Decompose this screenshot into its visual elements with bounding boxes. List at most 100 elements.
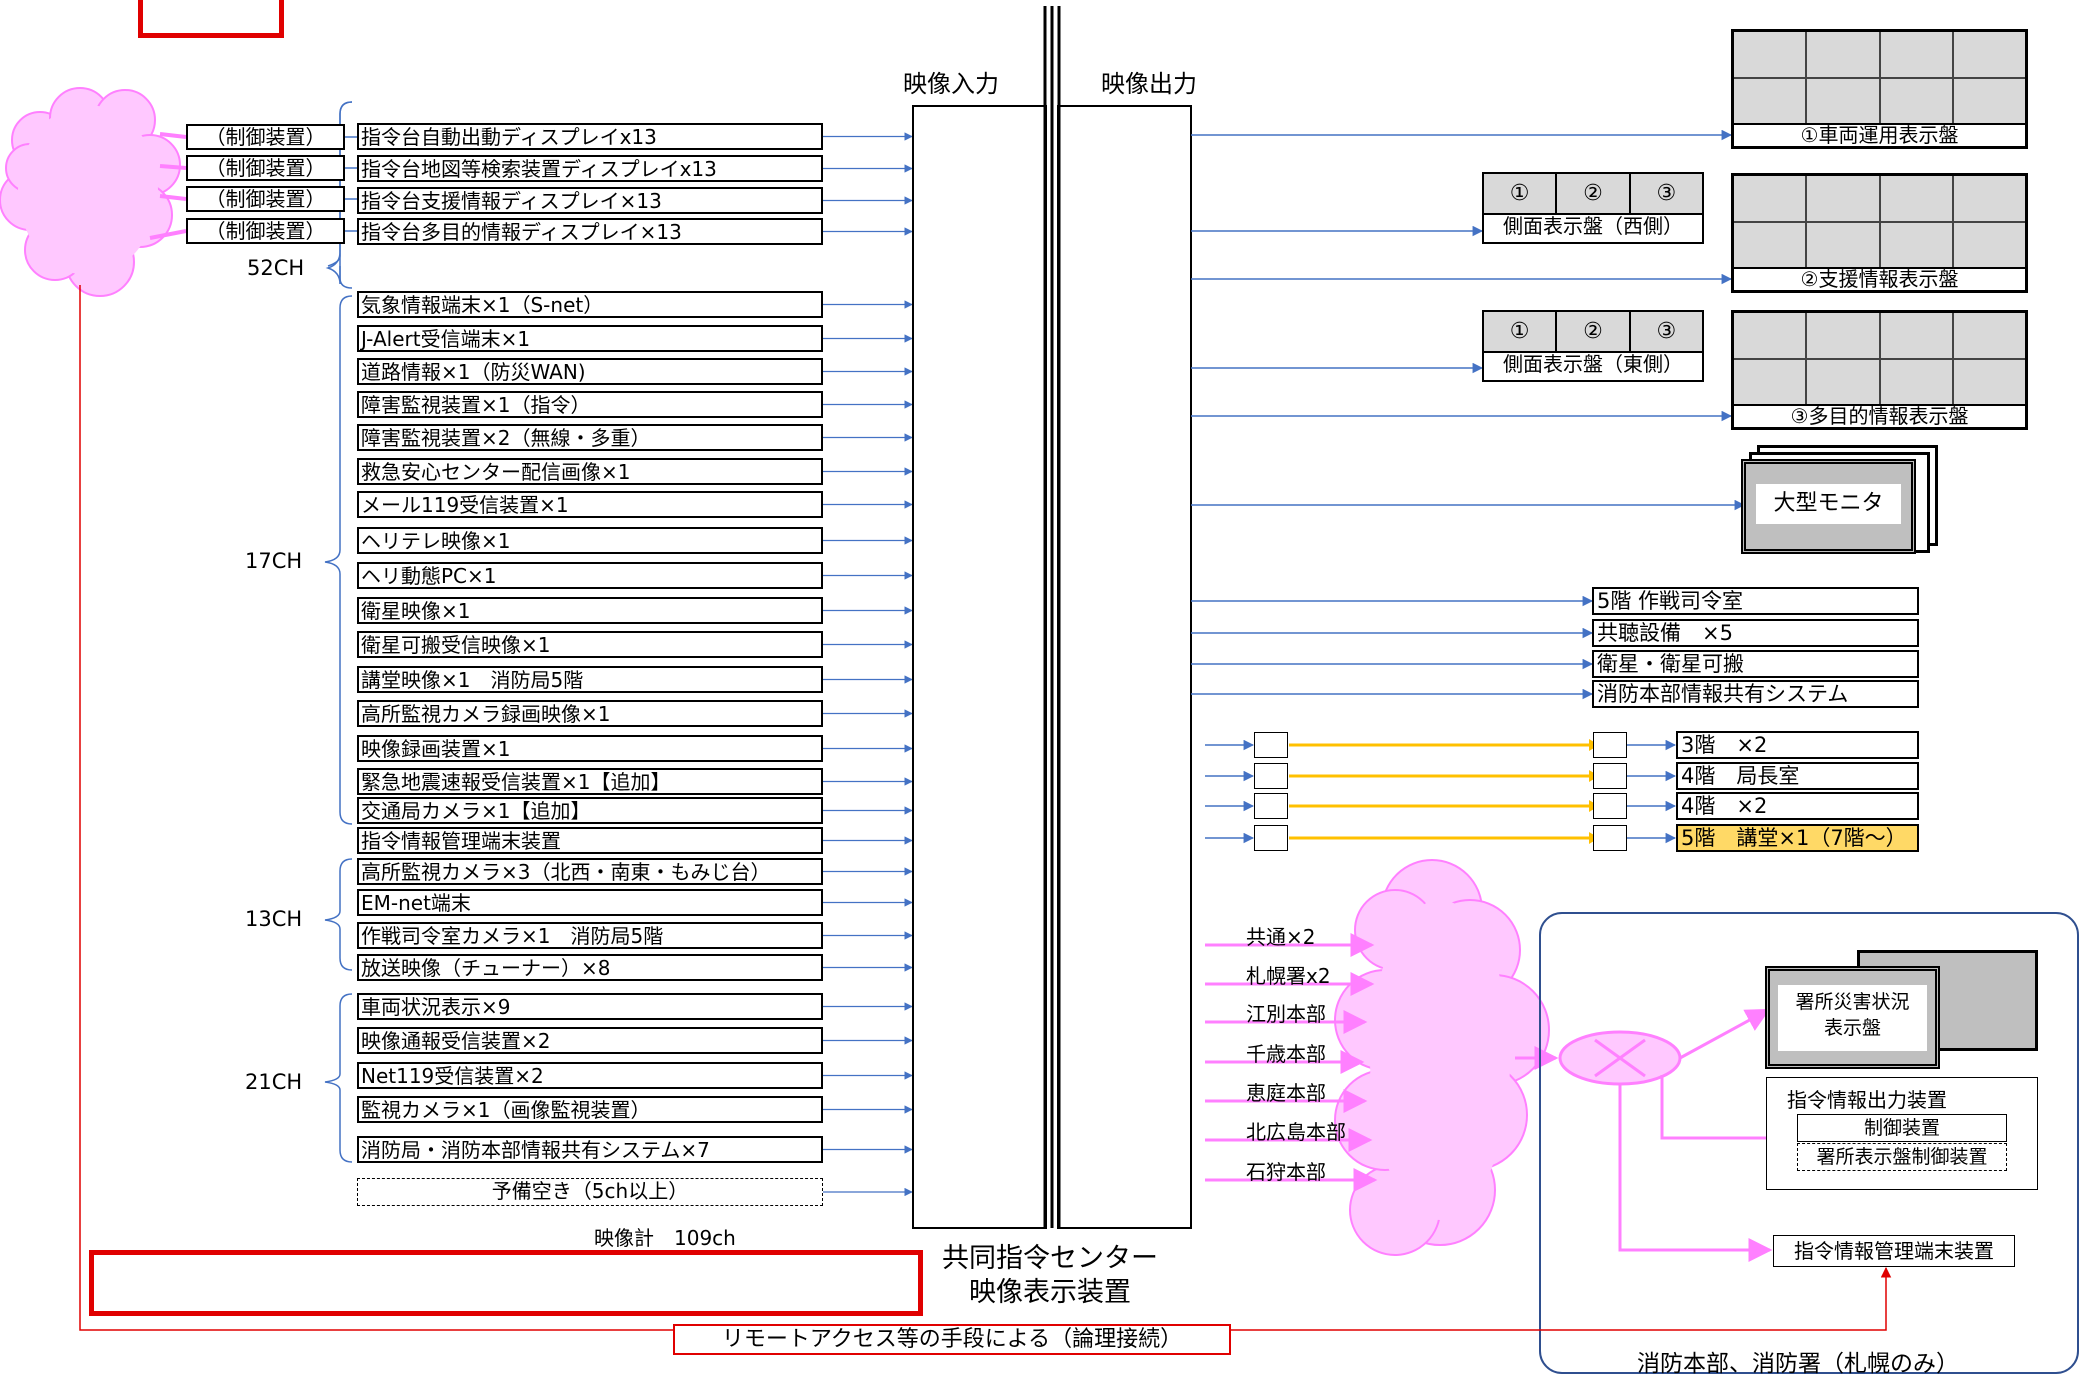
matrix-output-side	[1057, 105, 1192, 1229]
input-source: 映像通報受信装置×2	[357, 1027, 823, 1054]
controller-box: （制御装置）	[186, 186, 345, 212]
large-monitor: 大型モニタ	[1741, 459, 1916, 554]
extender-rx	[1593, 732, 1627, 758]
input-source: 放送映像（チューナー）×8	[357, 954, 823, 981]
input-source: 救急安心センター配信画像×1	[357, 458, 823, 485]
input-source: ヘリ動態PC×1	[357, 562, 823, 589]
input-source: 車両状況表示×9	[357, 993, 823, 1020]
input-source: 消防局・消防本部情報共有システム×7	[357, 1136, 823, 1163]
side-panel-number: ①	[1484, 174, 1558, 213]
remote-access-label: リモートアクセス等の手段による（論理接続）	[673, 1324, 1231, 1355]
multipurpose-info-panel: ③多目的情報表示盤	[1731, 310, 2028, 430]
display-label-line2: 表示盤	[1823, 1017, 1881, 1039]
output-destination-highlighted: 5階 講堂×1（7階～）	[1676, 824, 1919, 852]
input-source: 作戦司令室カメラ×1 消防局5階	[357, 922, 823, 949]
input-source: EM-net端末	[357, 889, 823, 916]
extender-tx	[1254, 825, 1288, 851]
input-source: 衛星可搬受信映像×1	[357, 631, 823, 658]
extender-tx	[1254, 793, 1288, 819]
station-area	[1539, 912, 2079, 1374]
network-output-label: 札幌署x2	[1246, 964, 1331, 988]
side-panel-number: ②	[1557, 312, 1631, 351]
input-source: 指令台地図等検索装置ディスプレイx13	[357, 155, 823, 182]
controller-box: （制御装置）	[186, 218, 345, 244]
network-output-label: 江別本部	[1246, 1002, 1326, 1026]
left-network-cloud	[0, 87, 181, 297]
network-output-label: 恵庭本部	[1246, 1081, 1326, 1105]
station-terminal: 指令情報管理端末装置	[1773, 1235, 2015, 1267]
network-output-label: 石狩本部	[1246, 1160, 1326, 1184]
input-source: 指令台自動出動ディスプレイx13	[357, 123, 823, 150]
controller-box: （制御装置）	[186, 124, 345, 150]
side-panel-number: ③	[1656, 181, 1677, 206]
input-source: 映像録画装置×1	[357, 735, 823, 762]
output-destination: 消防本部情報共有システム	[1592, 680, 1919, 708]
output-destination: 3階 ×2	[1676, 731, 1919, 759]
output-destination: 5階 作戦司令室	[1592, 587, 1919, 615]
extender-rx	[1593, 793, 1627, 819]
red-highlight-box	[138, 0, 284, 38]
input-source: 衛星映像×1	[357, 597, 823, 624]
center-title-line2: 映像表示装置	[969, 1277, 1131, 1308]
input-source: 指令台多目的情報ディスプレイ×13	[357, 218, 823, 245]
center-title: 共同指令センター 映像表示装置	[915, 1242, 1185, 1310]
video-input-header: 映像入力	[903, 70, 999, 98]
controller-box: （制御装置）	[186, 155, 345, 181]
center-title-line1: 共同指令センター	[942, 1243, 1158, 1274]
display-label-line1: 署所災害状況	[1795, 991, 1910, 1013]
vehicle-operation-panel: ①車両運用表示盤	[1731, 29, 2028, 149]
large-monitor-label: 大型モニタ	[1756, 484, 1901, 524]
side-panel-caption: 側面表示盤（東側）	[1503, 352, 1683, 376]
video-output-header: 映像出力	[1101, 70, 1197, 98]
station-controller: 制御装置	[1797, 1114, 2007, 1142]
input-source: 気象情報端末×1（S-net）	[357, 291, 823, 318]
panel-caption: ②支援情報表示盤	[1800, 267, 1959, 291]
side-panel-number: ②	[1557, 174, 1631, 213]
output-destination: 4階 ×2	[1676, 792, 1919, 820]
video-total: 映像計 109ch	[594, 1226, 736, 1250]
input-source: 障害監視装置×1（指令）	[357, 391, 823, 418]
network-output-label: 千歳本部	[1246, 1042, 1326, 1066]
input-source: 監視カメラ×1（画像監視装置）	[357, 1096, 823, 1123]
input-source: 指令台支援情報ディスプレイ×13	[357, 187, 823, 214]
station-disaster-display: 署所災害状況 表示盤	[1765, 966, 1940, 1069]
group-label-52ch: 52CH	[247, 256, 305, 280]
extender-rx	[1593, 825, 1627, 851]
panel-caption: ③多目的情報表示盤	[1790, 404, 1969, 428]
network-output-label: 北広島本部	[1246, 1120, 1346, 1144]
input-source: ヘリテレ映像×1	[357, 527, 823, 554]
station-area-label: 消防本部、消防署（札幌のみ）	[1637, 1351, 1959, 1377]
side-panel-number: ③	[1656, 319, 1677, 344]
group-label-13ch: 13CH	[245, 907, 303, 931]
group-label-17ch: 17CH	[245, 549, 303, 573]
output-destination: 衛星・衛星可搬	[1592, 650, 1919, 678]
input-source: 指令情報管理端末装置	[357, 827, 823, 854]
extender-tx	[1254, 732, 1288, 758]
matrix-input-side	[912, 105, 1047, 1229]
display-controller: 署所表示盤制御装置	[1797, 1143, 2007, 1171]
panel-caption: ①車両運用表示盤	[1800, 123, 1959, 147]
input-source: 交通局カメラ×1【追加】	[357, 797, 823, 824]
extender-rx	[1593, 763, 1627, 789]
output-destination: 4階 局長室	[1676, 762, 1919, 790]
input-source: 緊急地震速報受信装置×1【追加】	[357, 768, 823, 795]
input-source: J-Alert受信端末×1	[357, 325, 823, 352]
side-panel-caption: 側面表示盤（西側）	[1503, 214, 1683, 238]
input-source: 道路情報×1（防災WAN)	[357, 358, 823, 385]
output-device-title: 指令情報出力装置	[1787, 1088, 1947, 1112]
command-output-device: 指令情報出力装置 制御装置 署所表示盤制御装置	[1766, 1077, 2038, 1190]
side-panel-number: ①	[1484, 312, 1558, 351]
red-highlight-box	[89, 1250, 923, 1316]
network-output-label: 共通×2	[1246, 925, 1316, 949]
input-source: 高所監視カメラ録画映像×1	[357, 700, 823, 727]
spare-input: 予備空き（5ch以上）	[357, 1178, 823, 1206]
input-source: 障害監視装置×2（無線・多重）	[357, 424, 823, 451]
input-source: 講堂映像×1 消防局5階	[357, 666, 823, 693]
input-source: メール119受信装置×1	[357, 491, 823, 518]
input-source: 高所監視カメラ×3（北西・南東・もみじ台）	[357, 858, 823, 885]
support-info-panel: ②支援情報表示盤	[1731, 173, 2028, 293]
extender-tx	[1254, 763, 1288, 789]
